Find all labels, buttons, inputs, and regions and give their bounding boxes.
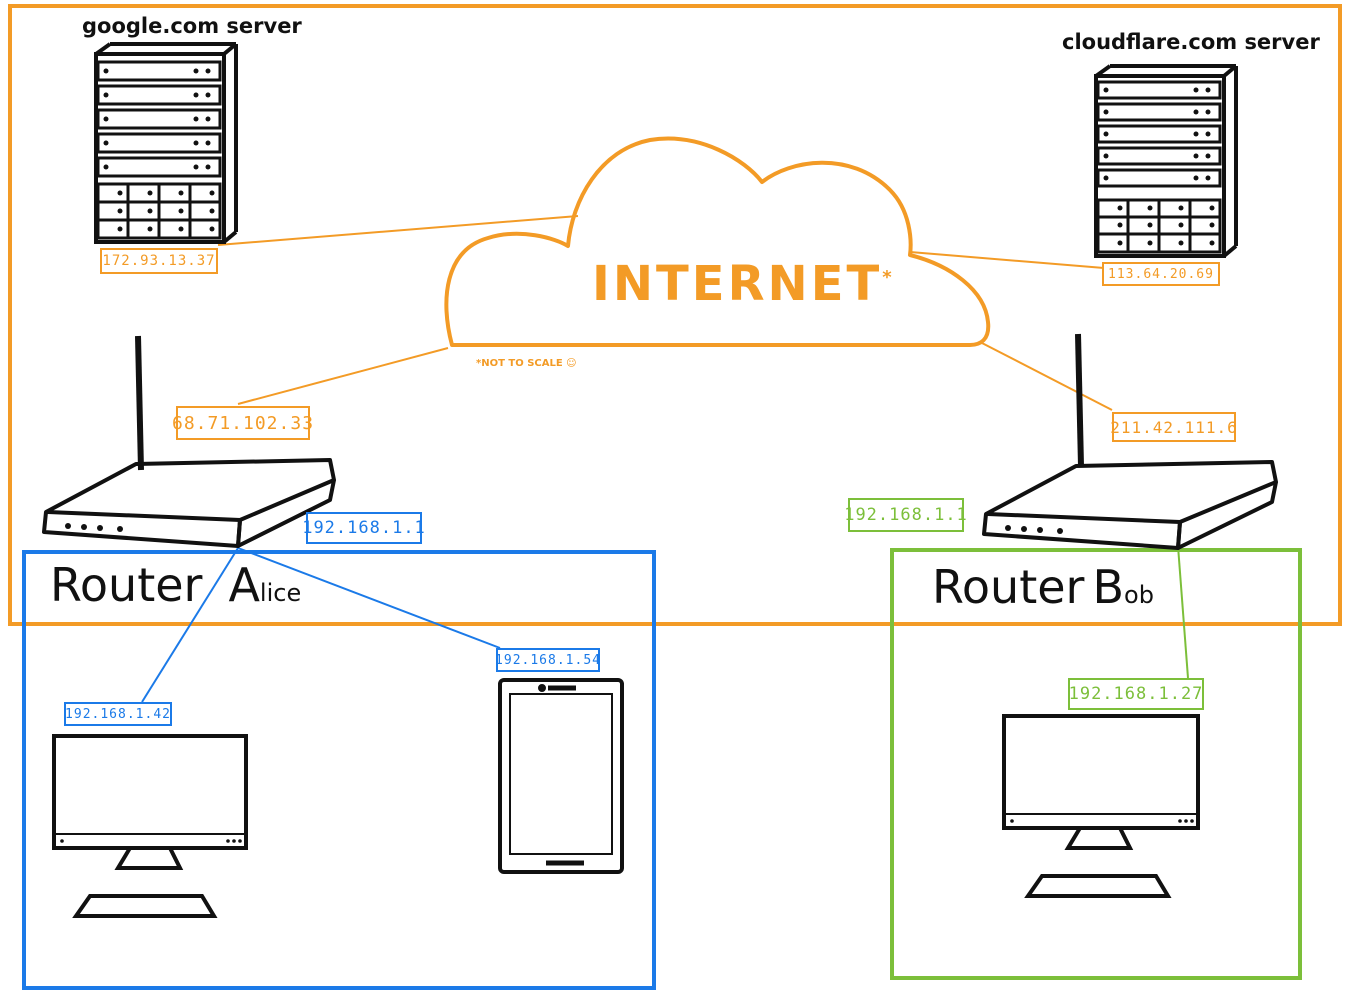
cloudflare-server-ip: 113.64.20.69 <box>1102 262 1220 286</box>
google-server-rack <box>94 42 238 244</box>
alice-desktop-computer <box>52 734 248 918</box>
google-server-label: google.com server <box>82 14 302 38</box>
internet-links <box>217 215 1113 411</box>
internet-cloud <box>444 136 991 347</box>
link-alice-router-to-internet <box>237 347 449 405</box>
alice-mobile-device <box>498 678 624 874</box>
router-alice-private-ip: 192.168.1.1 <box>302 512 425 544</box>
internet-label-text: INTERNET <box>592 256 883 312</box>
router-bob-public-ip: 211.42.111.6 <box>1110 412 1237 442</box>
cloudflare-server-label: cloudflare.com server <box>1062 30 1320 54</box>
router-bob <box>982 333 1278 550</box>
router-bob-antenna <box>1075 333 1084 467</box>
link-alice-router-to-phone <box>237 547 501 649</box>
router-alice <box>42 335 336 548</box>
router-alice-label-initial: A <box>228 558 260 612</box>
router-alice-label-main: Router <box>50 558 203 612</box>
alice-desktop-ip: 192.168.1.42 <box>64 702 172 726</box>
link-google-to-internet <box>217 215 579 246</box>
cloudflare-server-rack <box>1094 64 1238 258</box>
bob-desktop-computer <box>1002 714 1200 898</box>
alice-network-region <box>22 550 656 990</box>
internet-asterisk: * <box>882 267 895 288</box>
bob-links <box>1177 545 1189 679</box>
not-to-scale-note: *NOT TO SCALE ☺ <box>476 358 577 369</box>
google-server-ip: 172.93.13.37 <box>100 248 218 274</box>
bob-desktop-ip: 192.168.1.27 <box>1068 678 1204 710</box>
link-bob-router-to-internet <box>979 341 1113 411</box>
bob-network-region <box>890 548 1302 980</box>
router-alice-label: Router Alice <box>50 558 301 612</box>
router-alice-public-ip: 68.71.102.33 <box>172 406 313 440</box>
router-bob-private-ip: 192.168.1.1 <box>844 498 967 532</box>
internet-label: INTERNET* <box>592 256 895 312</box>
link-cloudflare-to-internet <box>909 251 1105 269</box>
alice-links <box>141 547 501 703</box>
router-bob-label-main: Router <box>932 560 1085 614</box>
internet-region <box>8 4 1342 626</box>
router-bob-label-rest: ob <box>1124 581 1154 609</box>
router-bob-label-initial: B <box>1092 560 1125 614</box>
router-alice-label-rest: lice <box>259 579 302 607</box>
alice-phone-ip: 192.168.1.54 <box>495 648 600 672</box>
link-bob-router-to-desktop <box>1177 545 1189 679</box>
link-alice-router-to-desktop <box>141 547 239 703</box>
router-alice-antenna <box>135 335 144 471</box>
